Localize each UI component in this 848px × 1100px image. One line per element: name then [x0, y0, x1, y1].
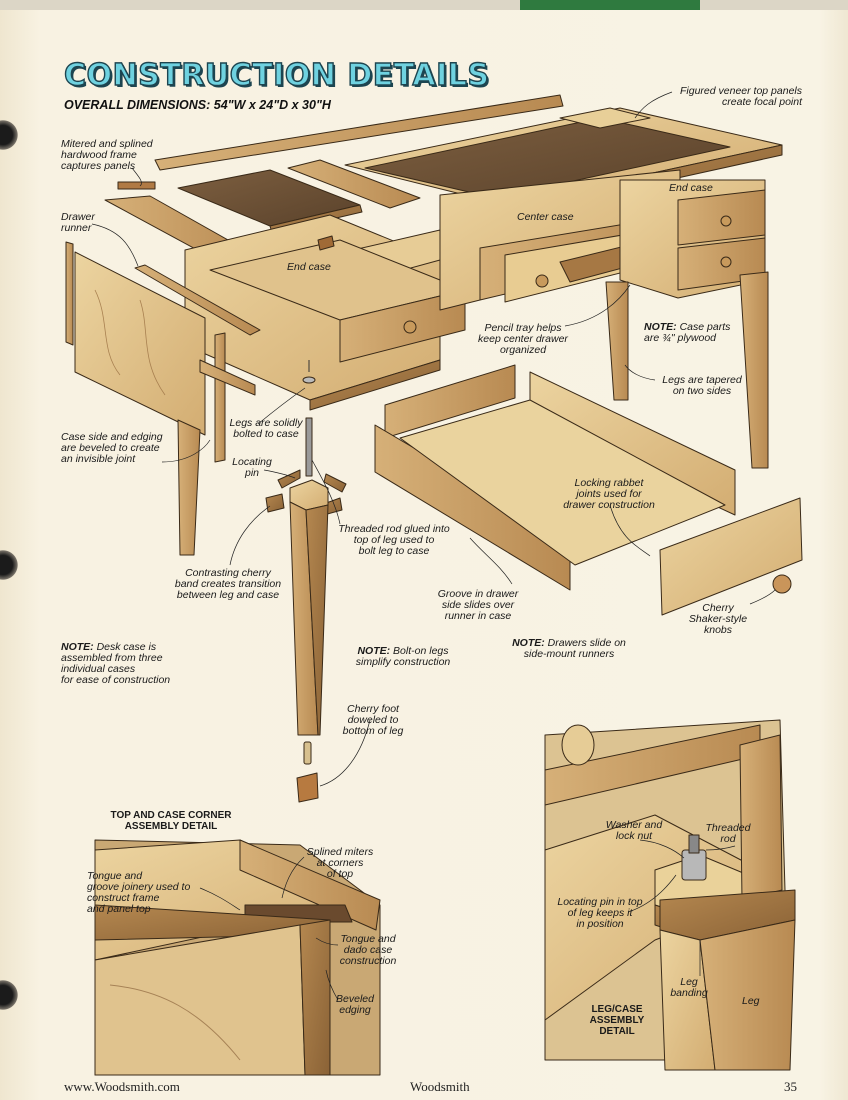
note-case-plywood: NOTE: Case parts are ¾" plywood — [644, 321, 731, 344]
footer-magazine: Woodsmith — [410, 1079, 470, 1094]
label-end-case-right: End case — [669, 182, 713, 194]
footer-website: www.Woodsmith.com — [64, 1079, 180, 1094]
top-band — [0, 0, 848, 10]
label-center-case: Center case — [517, 211, 574, 223]
note-bolt-on-legs: NOTE: Bolt-on legs simplify construction — [355, 645, 451, 668]
binder-hole-icon — [0, 978, 20, 1012]
green-accent-band — [520, 0, 700, 10]
note-drawers-slide: NOTE: Drawers slide on side-mount runner… — [512, 637, 626, 660]
binder-hole-icon — [0, 548, 20, 582]
binder-hole-icon — [0, 118, 20, 152]
label-end-case-left: End case — [287, 261, 331, 273]
overall-dimensions: OVERALL DIMENSIONS: 54"W x 24"D x 30"H — [64, 98, 331, 112]
page-title: CONSTRUCTION DETAILS — [63, 57, 490, 93]
page-number: 35 — [784, 1079, 797, 1094]
label-leg: Leg — [742, 995, 760, 1007]
